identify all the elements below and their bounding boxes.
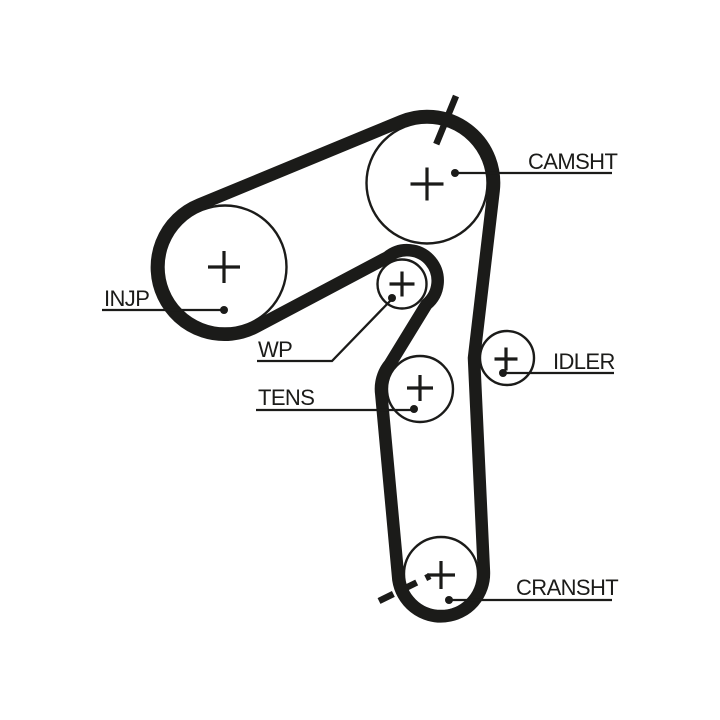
pulley-camsht xyxy=(365,121,489,245)
label-tens: TENS xyxy=(256,385,418,413)
wp-pulley-circle xyxy=(376,258,428,310)
wp-leader-dot xyxy=(388,294,396,302)
injp-label: INJP xyxy=(104,286,149,311)
camsht-leader-dot xyxy=(451,169,459,177)
wp-leader-line xyxy=(257,298,393,363)
cransht-leader-dot xyxy=(445,596,453,604)
idler-label: IDLER xyxy=(553,349,615,374)
cransht-label: CRANSHT xyxy=(516,575,618,600)
tens-label: TENS xyxy=(258,385,314,410)
pulley-wp xyxy=(376,258,428,310)
label-injp: INJP xyxy=(102,286,228,314)
wp-center-cross-icon xyxy=(389,271,415,297)
idler-leader-dot xyxy=(499,369,507,377)
label-idler: IDLER xyxy=(499,349,615,377)
label-camsht: CAMSHT xyxy=(451,149,618,177)
tens-center-cross-icon xyxy=(407,375,433,401)
wp-label: WP xyxy=(258,337,292,362)
idler-center-cross-icon xyxy=(494,347,518,371)
tens-leader-dot xyxy=(410,405,418,413)
injp-pulley-circle xyxy=(162,204,288,330)
label-wp: WP xyxy=(257,294,396,363)
pulley-tens xyxy=(385,354,455,424)
injp-center-cross-icon xyxy=(208,251,240,283)
injp-leader-dot xyxy=(220,306,228,314)
camsht-center-cross-icon xyxy=(410,167,444,201)
pulley-injp xyxy=(162,204,288,330)
cransht-center-cross-icon xyxy=(427,561,455,589)
camsht-label: CAMSHT xyxy=(528,149,617,174)
label-cransht: CRANSHT xyxy=(445,575,619,604)
camsht-pulley-circle xyxy=(365,121,489,245)
pulley-idler xyxy=(478,329,536,387)
camsht-timing-mark xyxy=(429,94,460,154)
